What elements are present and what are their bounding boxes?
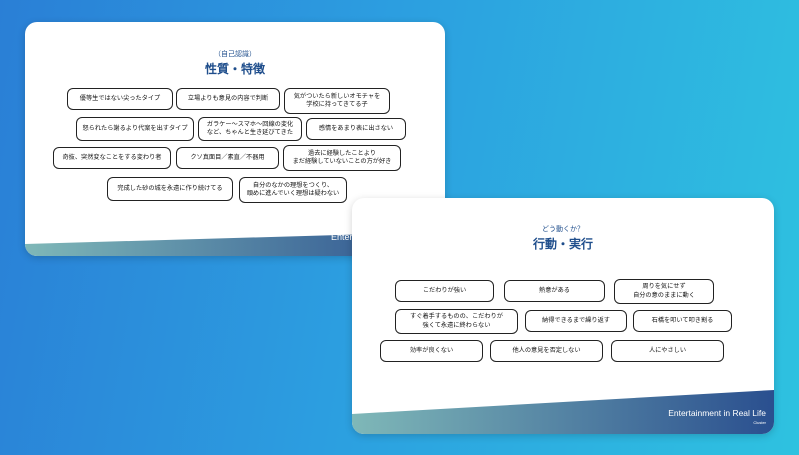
action-box: 他人の意見を否定しない <box>490 340 603 362</box>
action-box: 熱意がある <box>504 280 605 302</box>
footer-band <box>352 390 774 434</box>
trait-box: 立場よりも意見の内容で判断 <box>176 88 280 110</box>
action-box: 周りを気にせず 自分の意のままに動く <box>614 279 714 304</box>
trait-box: 怒られたら謝るより代案を出すタイプ <box>76 117 194 141</box>
action-box: 人にやさしい <box>611 340 724 362</box>
trait-box: 気がついたら新しいオモチャを 学校に持ってきてる子 <box>284 88 390 114</box>
trait-box: 完成した砂の城を永遠に作り続けてる <box>107 177 233 201</box>
trait-box: 優等生ではない尖ったタイプ <box>67 88 173 110</box>
slide1-subtitle: （自己認識） <box>214 50 256 58</box>
footer-band <box>25 232 445 256</box>
action-box: 納得できるまで繰り返す <box>525 310 627 332</box>
trait-box: 過去に経験したことより まだ経験していないことの方が好き <box>283 145 401 171</box>
trait-box: クソ真面目／素直／不器用 <box>176 147 279 169</box>
trait-box: 奇抜、突然変なことをする変わり者 <box>53 147 171 169</box>
slide-action: どう動くか？ 行動・実行 こだわりが強い 熱意がある 周りを気にせず 自分の意の… <box>352 198 774 434</box>
slide2-title: 行動・実行 <box>532 237 593 251</box>
action-box: すぐ着手するものの、こだわりが 強くて永遠に終わらない <box>395 309 518 334</box>
action-box: 石橋を叩いて叩き割る <box>633 310 732 332</box>
slide1-title: 性質・特徴 <box>204 62 265 76</box>
slide2-subtitle: どう動くか？ <box>542 225 584 233</box>
trait-box: 感情をあまり表に出さない <box>306 118 406 140</box>
footer-brand-small: Cluster <box>753 420 766 425</box>
slide-self-awareness: （自己認識） 性質・特徴 優等生ではない尖ったタイプ 立場よりも意見の内容で判断… <box>25 22 445 256</box>
trait-box: ガラケー〜スマホ〜回線の変化 など、ちゃんと生き延びてきた <box>198 117 302 141</box>
footer-brand: Entertainment in Real Life <box>668 408 766 418</box>
trait-box: 自分のなかの理想をつくり、 頑めに進んでいく理想は疑わない <box>239 177 347 203</box>
action-box: 効率が良くない <box>380 340 483 362</box>
action-box: こだわりが強い <box>395 280 494 302</box>
